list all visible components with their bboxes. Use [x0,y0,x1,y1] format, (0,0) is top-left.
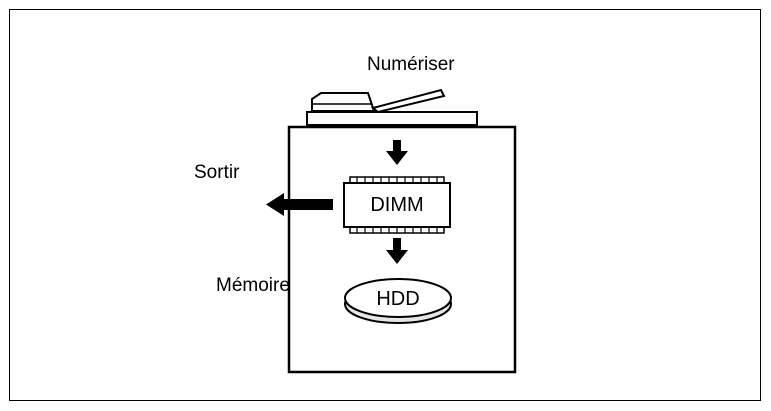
hdd-label: HDD [376,288,420,310]
arrow-down-icon [386,238,408,264]
scan-label: Numériser [367,54,455,75]
arrow-down-icon [386,140,408,165]
memory-label: Mémoire [216,275,290,296]
hard-disk-icon [344,278,452,324]
arrow-left-icon [266,193,333,216]
machine-body [287,125,517,374]
dimm-label: DIMM [370,194,424,216]
memory-chip-icon [343,176,451,234]
figure-frame [9,9,761,401]
output-label: Sortir [194,162,240,183]
scanner-icon [306,88,478,126]
